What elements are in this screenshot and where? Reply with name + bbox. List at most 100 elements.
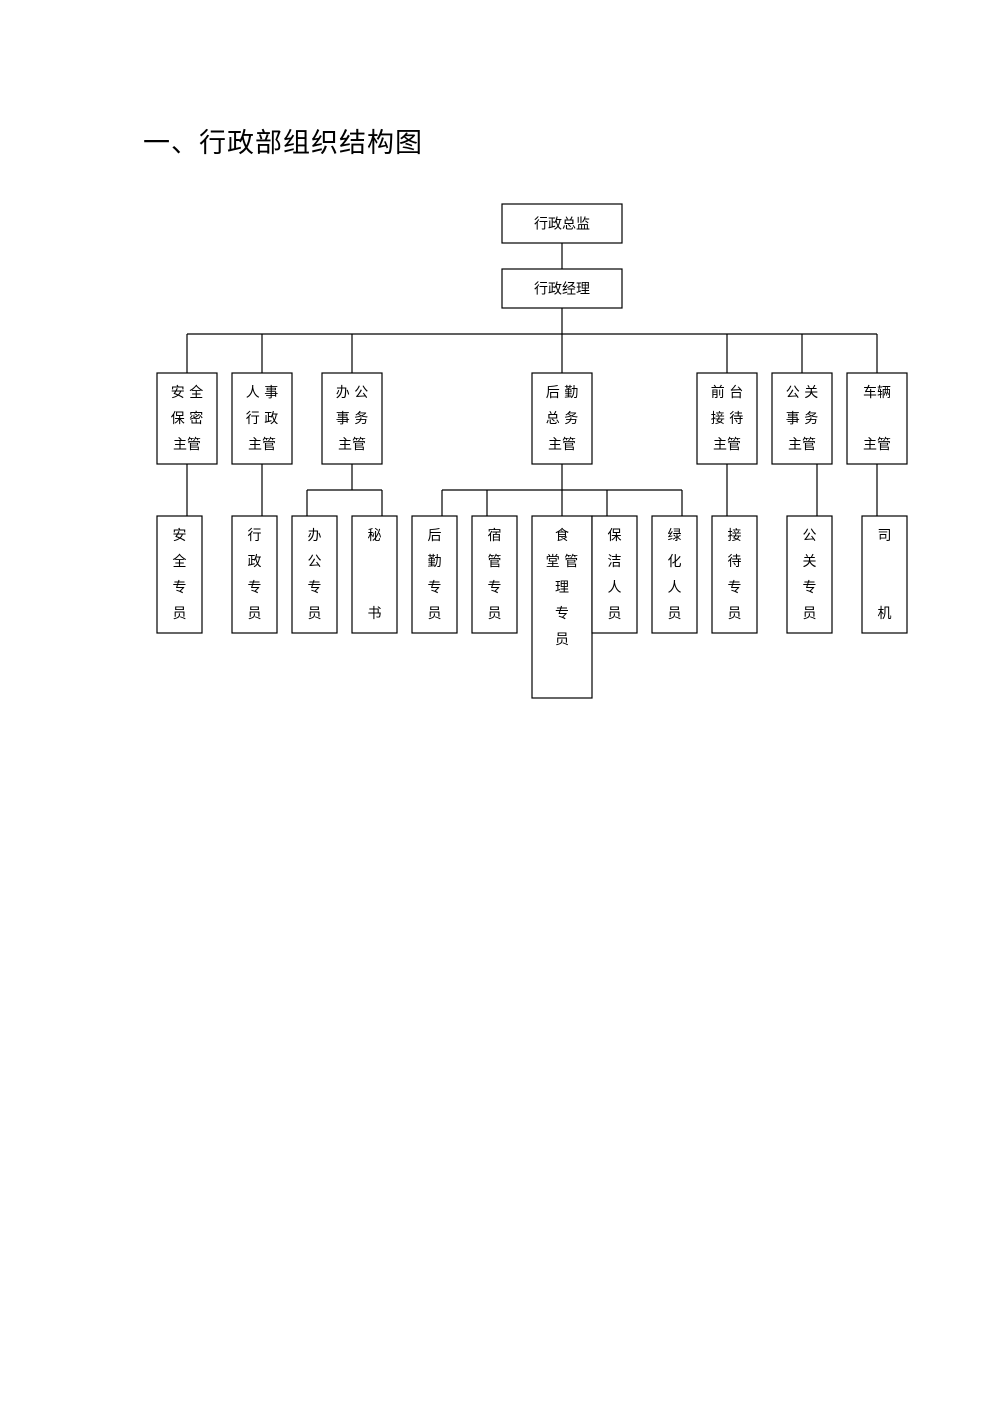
logistics-supervisor-frame [531, 372, 593, 465]
security-supervisor-frame [156, 372, 218, 465]
node-label-line: 总 务 [546, 411, 578, 427]
node-label-line: 员 [173, 606, 187, 622]
node-label-line: 主管 [788, 437, 816, 453]
node-label-line: 后 勤 [546, 385, 578, 401]
node-label-line: 员 [803, 606, 817, 622]
node-label-line: 专 [248, 580, 262, 596]
node-label-line: 公 [308, 554, 322, 570]
node-label-line: 行 [248, 528, 262, 544]
node-label-line: 后 [428, 528, 442, 544]
secretary-box: 秘书 [351, 515, 398, 634]
node-label-line: 理 [555, 580, 569, 596]
manager-box: 行政经理 [501, 268, 623, 309]
node-label-line: 化 [668, 554, 682, 570]
reception-supervisor-frame [696, 372, 758, 465]
node-label-line: 专 [728, 580, 742, 596]
node-label-line: 主管 [713, 437, 741, 453]
node-label-line: 主管 [248, 437, 276, 453]
node-label-line: 专 [308, 580, 322, 596]
node-label-line: 办 公 [336, 385, 368, 401]
greening-staff-frame [651, 515, 698, 634]
node-label-line: 主管 [863, 437, 891, 453]
director-frame [501, 203, 623, 244]
page-title: 一、行政部组织结构图 [143, 128, 423, 159]
node-label-line: 主管 [548, 437, 576, 453]
pr-supervisor-frame [771, 372, 833, 465]
hr-supervisor-box: 人 事行 政主管 [231, 372, 293, 465]
office-supervisor-box: 办 公事 务主管 [321, 372, 383, 465]
security-specialist-frame [156, 515, 203, 634]
node-label-line: 人 [668, 580, 682, 596]
manager-frame [501, 268, 623, 309]
node-label-line: 接 待 [711, 410, 743, 427]
node-label-line: 堂 管 [546, 554, 578, 570]
node-label-line: 安 全 [171, 384, 203, 401]
node-label-line: 人 事 [246, 385, 278, 401]
pr-specialist-frame [786, 515, 833, 634]
office-specialist-frame [291, 515, 338, 634]
node-label-line: 专 [428, 580, 442, 596]
node-label-line: 食 [555, 527, 569, 544]
director-box: 行政总监 [501, 203, 623, 244]
node-label-line: 书 [368, 606, 382, 622]
node-label-line: 事 务 [786, 411, 818, 427]
pr-supervisor-box: 公 关事 务主管 [771, 372, 833, 465]
canteen-specialist-frame [531, 515, 593, 699]
node-label-line: 专 [173, 580, 187, 596]
node-label-line: 全 [173, 553, 187, 570]
node-label-line: 政 [248, 554, 262, 570]
node-label-line: 勤 [428, 554, 442, 570]
node-label-line: 绿 [668, 528, 682, 544]
node-label-line: 行 政 [246, 411, 278, 427]
node-label-line: 宿 [488, 527, 502, 544]
node-label-line: 保 [608, 528, 622, 544]
node-label-line: 行政总监 [534, 217, 590, 233]
node-label-line: 员 [728, 606, 742, 622]
logistics-supervisor-box: 后 勤总 务主管 [531, 372, 593, 465]
node-label-line: 保 密 [171, 410, 203, 427]
reception-specialist-frame [711, 515, 758, 634]
node-label-line: 机 [878, 606, 892, 622]
node-label-line: 接 [728, 527, 742, 544]
node-label-line: 秘 [368, 528, 382, 544]
node-label-line: 主管 [338, 437, 366, 453]
node-label-line: 待 [728, 554, 742, 570]
reception-supervisor-box: 前 台接 待主管 [696, 372, 758, 465]
node-label-line: 主管 [173, 437, 201, 453]
secretary-frame [351, 515, 398, 634]
node-label-line: 员 [308, 606, 322, 622]
node-label-line: 办 [308, 528, 322, 544]
node-label-line: 员 [608, 606, 622, 622]
vehicle-supervisor-frame [846, 372, 908, 465]
node-label-line: 前 台 [711, 384, 743, 401]
node-label-line: 员 [248, 606, 262, 622]
node-label-line: 专 [488, 580, 502, 596]
node-label-line: 事 务 [336, 411, 368, 427]
node-label-line: 行政经理 [534, 282, 590, 298]
node-label-line: 员 [555, 632, 569, 648]
dormitory-specialist-frame [471, 515, 518, 634]
node-label-line: 人 [608, 580, 622, 596]
driver-box: 司机 [861, 515, 908, 634]
security-supervisor-box: 安 全保 密主管 [156, 372, 218, 465]
node-label-line: 管 [488, 554, 502, 570]
office-supervisor-frame [321, 372, 383, 465]
cleaning-staff-frame [591, 515, 638, 634]
node-label-line: 公 [803, 528, 817, 544]
node-label-line: 关 [803, 554, 817, 570]
node-label-line: 车辆 [863, 384, 891, 401]
node-label-line: 专 [555, 606, 569, 622]
logistics-specialist-frame [411, 515, 458, 634]
hr-supervisor-frame [231, 372, 293, 465]
